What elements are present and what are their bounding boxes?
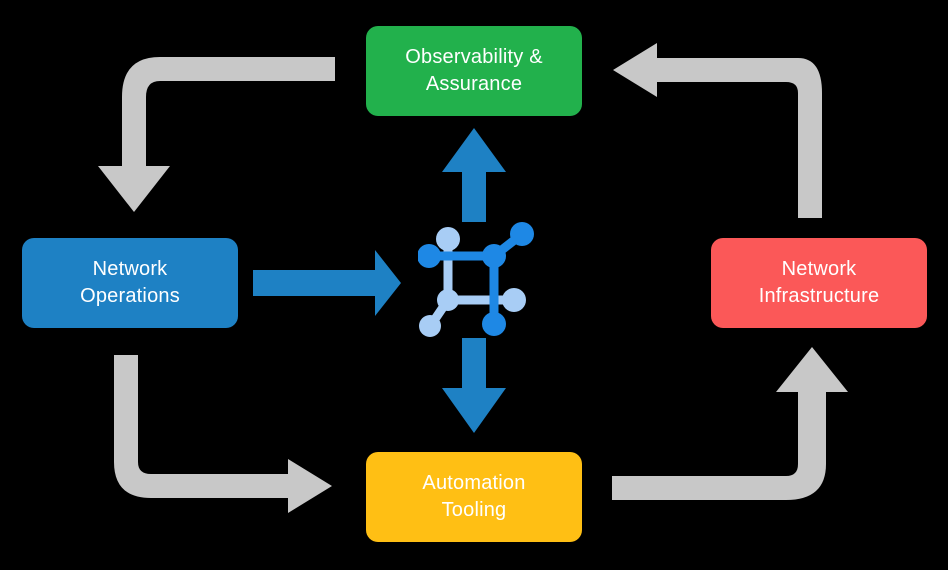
topology-nodes-secondary (419, 227, 526, 337)
topology-nodes-primary (418, 222, 534, 336)
node-automation-label: Automation Tooling (422, 472, 526, 521)
node-network-infrastructure[interactable]: Network Infrastructure (711, 238, 927, 328)
blue-arrow-up-to-observability (442, 128, 506, 222)
node-operations-label: Network Operations (80, 258, 180, 307)
gray-arrow-automation-to-infrastructure (612, 347, 848, 500)
blue-arrow-right-to-center (253, 250, 401, 316)
gray-arrow-observability-to-operations (98, 57, 335, 212)
node-observability-label: Observability & Assurance (405, 46, 543, 95)
node-network-operations[interactable]: Network Operations (22, 238, 238, 328)
node-infrastructure-label: Network Infrastructure (758, 258, 880, 307)
gray-arrow-operations-to-automation (114, 355, 332, 513)
gray-arrow-infrastructure-to-observability (613, 43, 822, 218)
blue-arrow-down-to-automation (442, 338, 506, 433)
network-topology-icon (418, 222, 534, 337)
node-automation-tooling[interactable]: Automation Tooling (366, 452, 582, 542)
node-observability-assurance[interactable]: Observability & Assurance (366, 26, 582, 116)
